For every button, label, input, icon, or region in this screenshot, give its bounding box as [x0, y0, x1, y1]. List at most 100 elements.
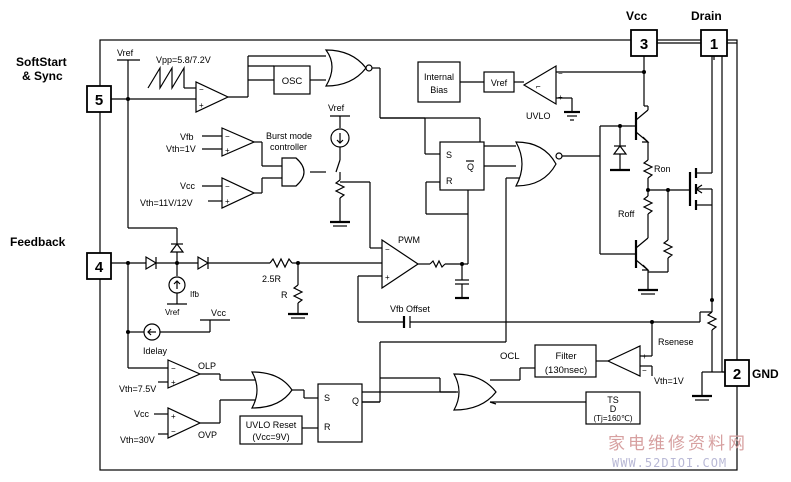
svg-text:(Tj=160℃): (Tj=160℃) [594, 414, 633, 423]
drain-label: Drain [691, 9, 722, 23]
svg-text:+: + [225, 197, 230, 206]
burst-comparator-vfb [221, 127, 256, 157]
burst-comparator-vcc [221, 177, 256, 209]
burst-and-gate [281, 157, 305, 187]
svg-text:4: 4 [95, 259, 104, 276]
svg-text:Bias: Bias [430, 85, 448, 95]
svg-text:+: + [171, 412, 176, 421]
svg-text:Vref: Vref [491, 78, 508, 88]
svg-text:−: − [558, 69, 563, 78]
svg-text:Q: Q [467, 162, 474, 172]
feedback-label: Feedback [10, 235, 66, 249]
resistor-r [292, 284, 304, 304]
svg-text:+: + [385, 273, 390, 282]
vcc-ovp-label: Vcc [134, 409, 150, 419]
olp-label: OLP [198, 361, 216, 371]
ifb-label: Ifb [190, 290, 199, 299]
svg-text:R: R [446, 176, 453, 186]
pwm-label: PWM [398, 235, 420, 245]
rsenese-label: Rsenese [658, 337, 694, 347]
svg-text:+: + [199, 101, 204, 110]
pin-vcc: 3 Vcc [626, 9, 658, 57]
protection-sr-latch [317, 383, 363, 443]
svg-text:−: − [642, 366, 647, 375]
vfb-label: Vfb [180, 132, 194, 142]
svg-text:OSC: OSC [282, 76, 303, 87]
softstart-comparator [195, 81, 230, 113]
burst-switch [335, 159, 341, 173]
svg-text:+: + [225, 146, 230, 155]
vth-1v-ocl-label: Vth=1V [654, 376, 684, 386]
gnd-label: GND [752, 367, 779, 381]
svg-text:−: − [385, 245, 390, 254]
svg-text:(130nsec): (130nsec) [545, 365, 587, 376]
ovp-label: OVP [198, 430, 217, 440]
svg-text:2.5R: 2.5R [262, 274, 282, 284]
uvlo-comparator [522, 64, 557, 106]
svg-text:3: 3 [640, 36, 648, 53]
svg-text:5: 5 [95, 92, 103, 109]
vcc-burst-label: Vcc [180, 181, 196, 191]
ovp-comparator [167, 407, 202, 439]
ocl-comparator [606, 345, 641, 377]
svg-text:S: S [446, 150, 452, 160]
vth-75-label: Vth=7.5V [119, 384, 156, 394]
vref-fb-label: Vref [165, 308, 180, 317]
watermark-cn: 家电维修资料网 [608, 434, 748, 454]
pin-gnd: 2 GND [724, 359, 779, 387]
burst-mode-label-1: Burst mode [266, 131, 312, 141]
olp-ovp-or-gate [250, 371, 293, 409]
ocl-label: OCL [500, 351, 520, 362]
pin-drain: 1 Drain [691, 9, 728, 57]
resistor-2-5r [269, 257, 293, 269]
svg-text:S: S [324, 393, 330, 403]
filter-block [534, 344, 597, 378]
vref-softstart-label: Vref [117, 48, 134, 58]
svg-text:Ron: Ron [654, 164, 671, 174]
svg-text:+: + [642, 352, 647, 361]
svg-text:R: R [281, 290, 288, 300]
svg-text:−: − [225, 182, 230, 191]
olp-comparator [167, 359, 202, 389]
svg-text:D: D [610, 404, 617, 414]
vth-1v-burst-label: Vth=1V [166, 144, 196, 154]
svg-text:Filter: Filter [555, 351, 576, 362]
svg-text:UVLO Reset: UVLO Reset [246, 420, 297, 430]
svg-text:+: + [171, 378, 176, 387]
pin-feedback: 4 Feedback [10, 235, 112, 280]
resistor-roff [642, 195, 654, 215]
svg-text:−: − [171, 364, 176, 373]
svg-text:⌐: ⌐ [536, 82, 541, 91]
vcc-label: Vcc [626, 9, 648, 23]
svg-text:−: − [171, 427, 176, 436]
svg-text:2: 2 [733, 366, 741, 383]
vcc-idelay-label: Vcc [211, 308, 227, 318]
svg-text:Internal: Internal [424, 72, 454, 82]
protection-or-gate [452, 373, 497, 411]
sawtooth-waveform [147, 65, 185, 91]
vth-30-label: Vth=30V [120, 435, 155, 445]
tsd-block [585, 391, 641, 425]
softstart-label: SoftStart [16, 55, 67, 69]
svg-text:−: − [225, 132, 230, 141]
driver-nor-gate [514, 141, 557, 187]
svg-text:R: R [324, 422, 331, 432]
pin-softstart: 5 SoftStart & Sync [16, 55, 112, 113]
sync-label: & Sync [22, 69, 63, 83]
internal-bias-block [417, 61, 461, 103]
idelay-label: Idelay [143, 346, 168, 356]
pwm-comparator [381, 238, 420, 290]
resistor-rsense [706, 311, 718, 331]
svg-text:Q: Q [352, 396, 359, 406]
burst-mode-label-2: controller [270, 142, 307, 152]
svg-text:Roff: Roff [618, 209, 635, 219]
svg-text:−: − [199, 85, 204, 94]
osc-nor-gate [324, 49, 367, 87]
vfb-offset-label: Vfb Offset [390, 304, 430, 314]
watermark-url: WWW.52DIOI.COM [612, 456, 727, 470]
resistor-ron [642, 159, 654, 179]
uvlo-reset-block [239, 415, 303, 445]
vref-burst-label: Vref [328, 103, 345, 113]
